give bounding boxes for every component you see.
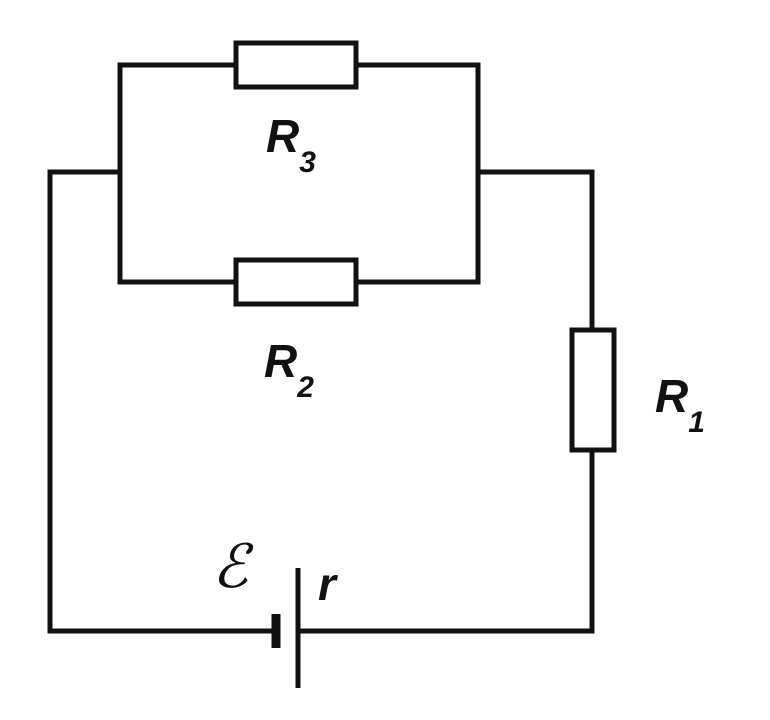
resistor-r2 bbox=[233, 257, 359, 307]
wire-r1-to-battery bbox=[295, 447, 595, 634]
label-r2: R2 bbox=[264, 335, 314, 404]
battery-symbol bbox=[271, 568, 301, 688]
wire-left-feed bbox=[47, 169, 279, 634]
resistor-r3 bbox=[233, 40, 359, 90]
resistor-r1 bbox=[569, 327, 617, 453]
wire-right-feed bbox=[475, 169, 595, 333]
wire-outer-loop bbox=[47, 169, 595, 634]
label-internal-resistance: r bbox=[318, 558, 338, 610]
label-r3: R3 bbox=[266, 110, 316, 179]
label-r1: R1 bbox=[655, 370, 705, 439]
label-emf: ℰ bbox=[212, 534, 254, 600]
